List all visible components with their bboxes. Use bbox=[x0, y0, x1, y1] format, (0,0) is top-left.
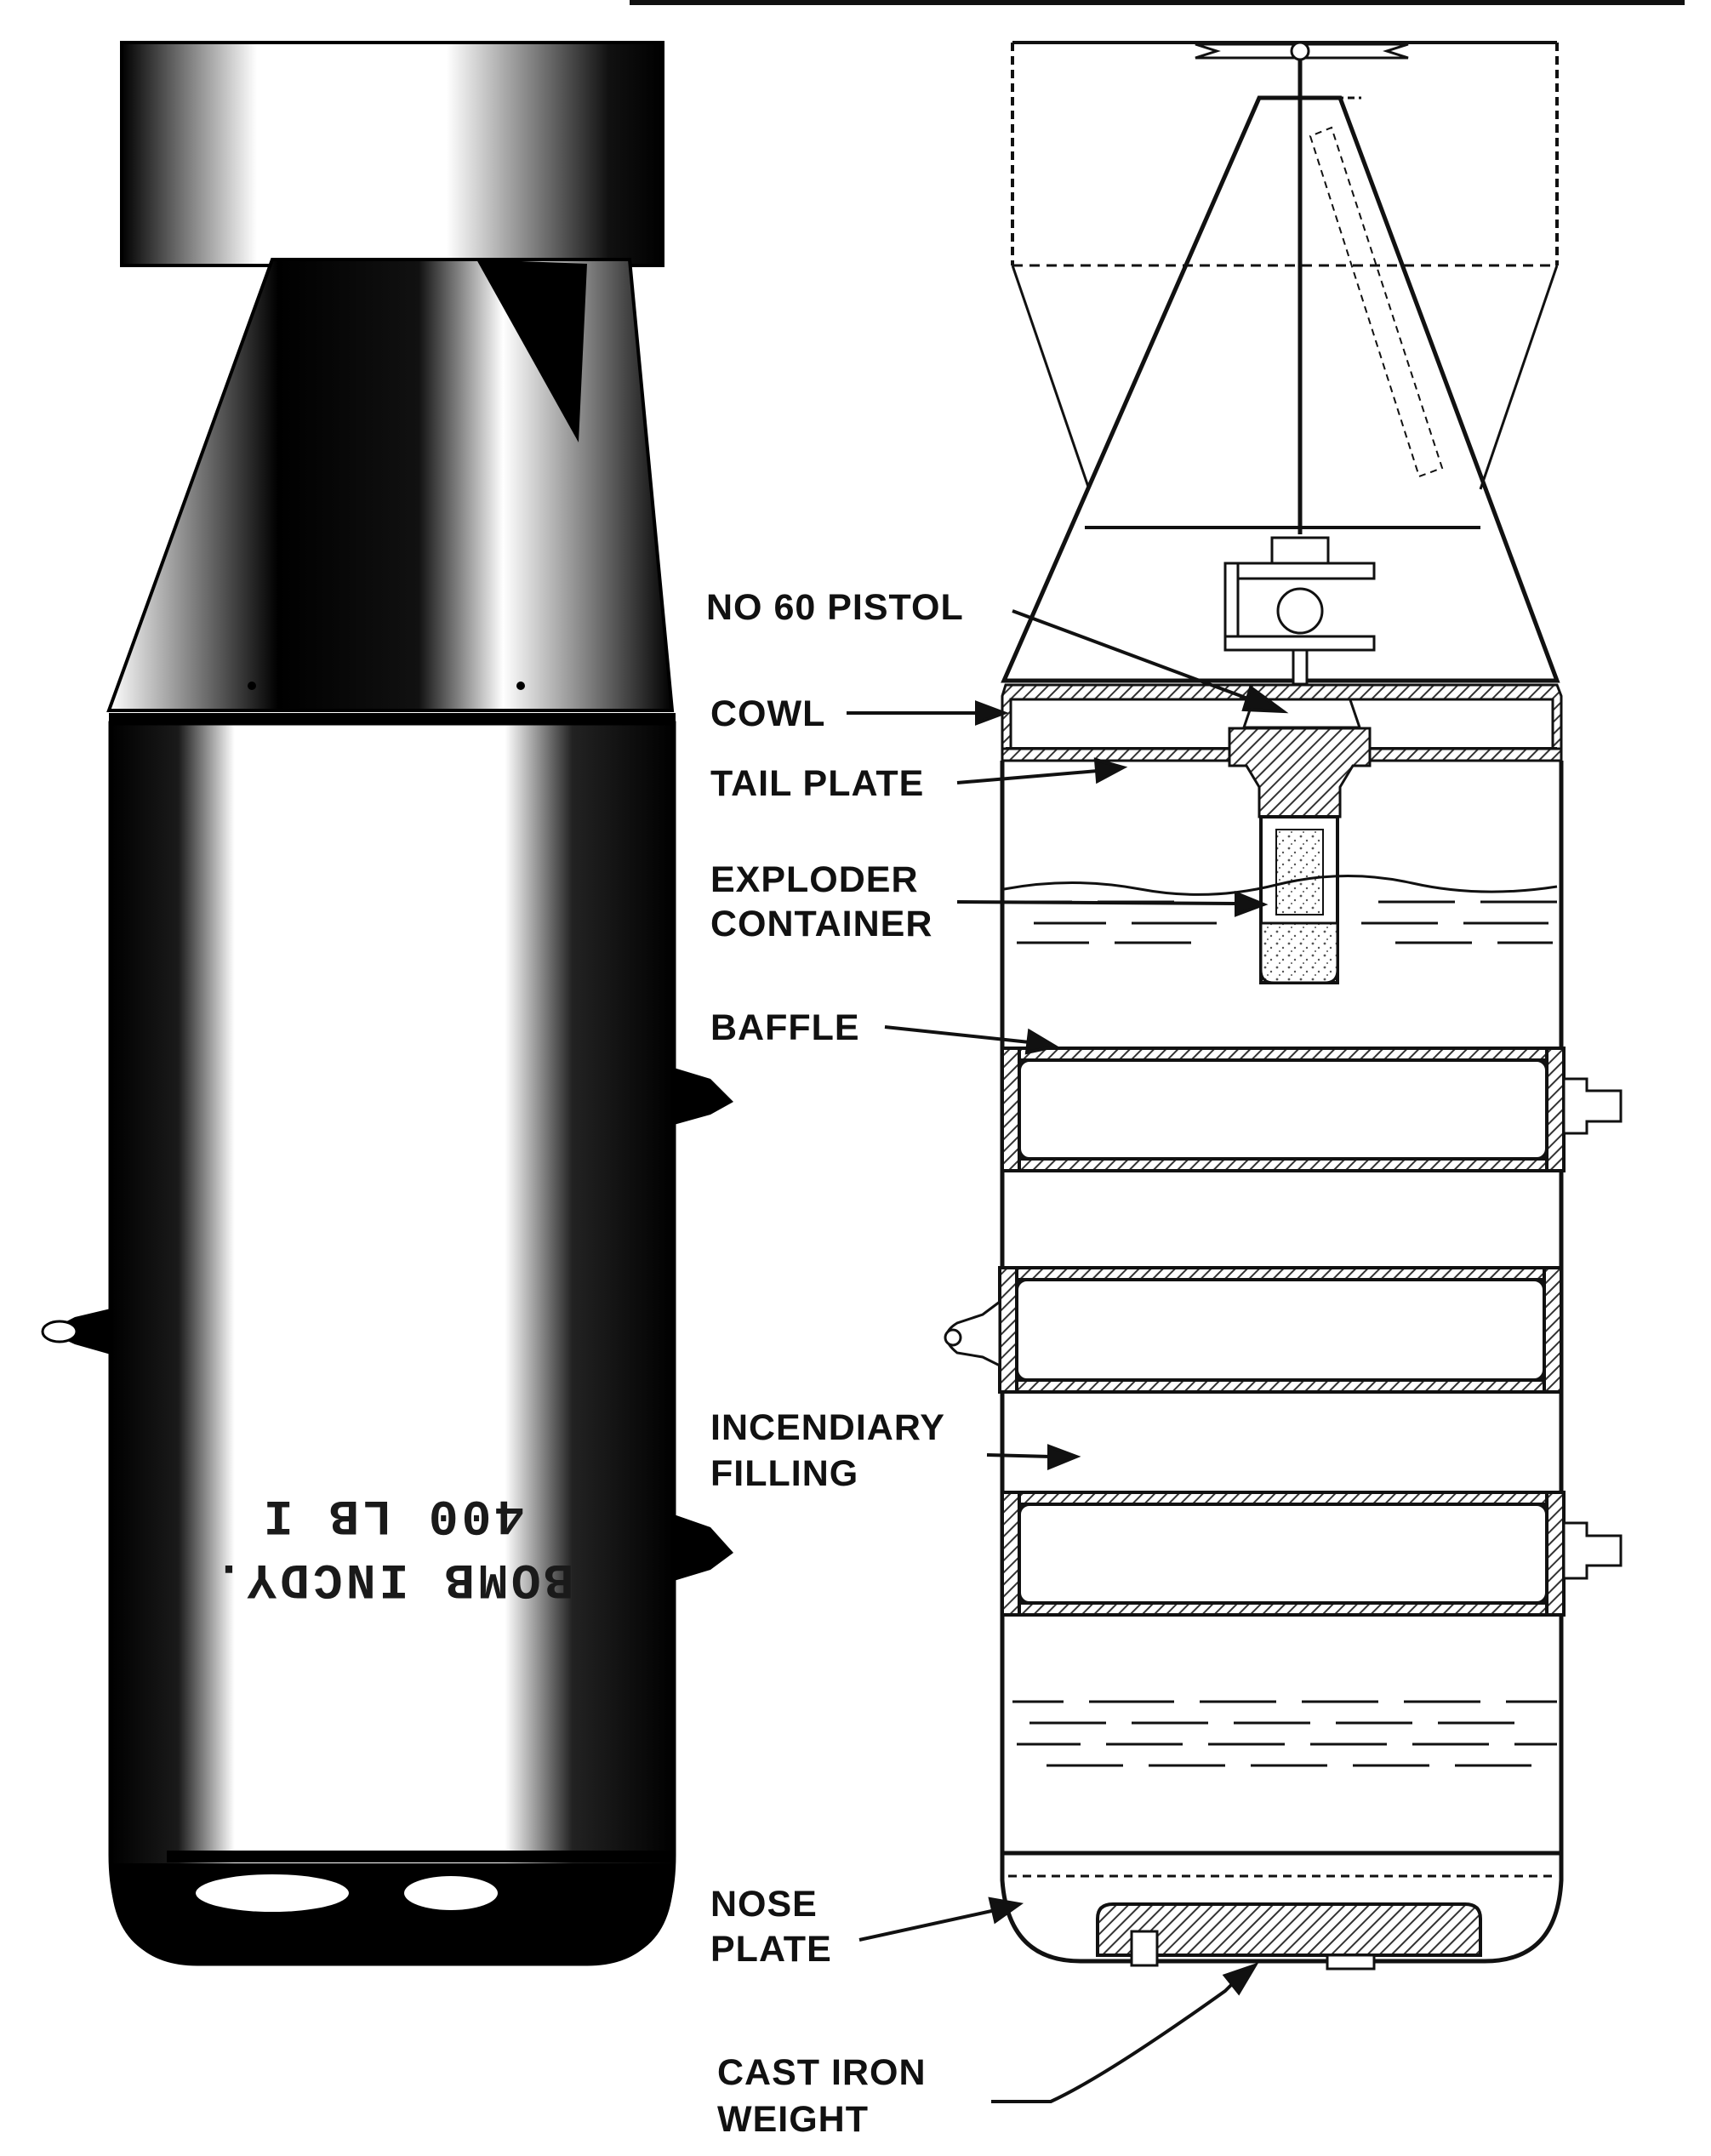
label-no60-pistol: NO 60 PISTOL bbox=[706, 587, 964, 628]
bomb-stencil: BOMB INCDY. 400 LB I bbox=[211, 1486, 574, 1606]
lug-highlight bbox=[41, 1320, 78, 1343]
weight-bolt bbox=[1326, 1954, 1376, 1971]
label-incendiary-line1: INCENDIARY bbox=[710, 1407, 945, 1448]
lug-cutaway bbox=[1562, 1077, 1623, 1135]
label-castiron-line1: CAST IRON bbox=[717, 2052, 927, 2093]
bomb-body-exterior bbox=[108, 721, 676, 1966]
leader-lines bbox=[847, 609, 1289, 2103]
nose-exterior bbox=[111, 1863, 674, 1964]
cowl-cutaway bbox=[1001, 683, 1563, 750]
label-incendiary-line2: FILLING bbox=[710, 1453, 858, 1494]
label-cowl: COWL bbox=[710, 693, 825, 734]
baffle-ring-3 bbox=[1001, 1491, 1566, 1617]
rivet bbox=[516, 682, 525, 690]
tail-cone-cutaway bbox=[1001, 95, 1560, 683]
label-nose-line2: PLATE bbox=[710, 1929, 832, 1970]
label-baffle: BAFFLE bbox=[710, 1007, 860, 1048]
suspension-lug bbox=[674, 1514, 733, 1581]
lug-cutaway bbox=[1562, 1521, 1623, 1580]
stencil-line-2: 400 LB I bbox=[260, 1486, 524, 1542]
labels: NO 60 PISTOL COWL TAIL PLATE EXPLODER CO… bbox=[706, 587, 1289, 2140]
rivet bbox=[248, 682, 256, 690]
dashed-strut bbox=[1309, 126, 1444, 478]
filling-surface-line bbox=[1003, 874, 1558, 896]
label-exploder-line2: CONTAINER bbox=[710, 904, 932, 944]
tail-box-exterior bbox=[120, 41, 664, 267]
filling-dashes-bottom bbox=[1012, 1700, 1557, 1767]
external-view: BOMB INCDY. 400 LB I bbox=[41, 41, 733, 1966]
exploder-flange bbox=[1228, 727, 1372, 818]
label-nose-line1: NOSE bbox=[710, 1884, 818, 1925]
tail-fin-shadow bbox=[476, 260, 587, 442]
nose-band bbox=[167, 1851, 674, 1862]
cutaway-view bbox=[944, 41, 1623, 1971]
baffle-ring-1 bbox=[1001, 1047, 1566, 1172]
nose-highlight bbox=[404, 1876, 498, 1910]
cast-iron-weight bbox=[1096, 1902, 1482, 1957]
suspension-lug bbox=[674, 1068, 733, 1125]
pistol-assembly bbox=[1223, 536, 1376, 729]
label-exploder-line1: EXPLODER bbox=[710, 859, 919, 900]
label-tail-plate: TAIL PLATE bbox=[710, 763, 924, 804]
nose-plate bbox=[1000, 1853, 1564, 1964]
suspension-lug bbox=[47, 1309, 111, 1355]
weight-bolt bbox=[1130, 1930, 1159, 1967]
tail-cone-exterior bbox=[106, 258, 675, 712]
nose-highlight bbox=[196, 1874, 349, 1912]
label-castiron-line2: WEIGHT bbox=[717, 2099, 869, 2140]
stencil-line-1: BOMB INCDY. bbox=[211, 1550, 574, 1606]
baffle-ring-2 bbox=[998, 1266, 1563, 1394]
body-band bbox=[109, 713, 676, 725]
tail-box-cutaway bbox=[1011, 41, 1559, 490]
